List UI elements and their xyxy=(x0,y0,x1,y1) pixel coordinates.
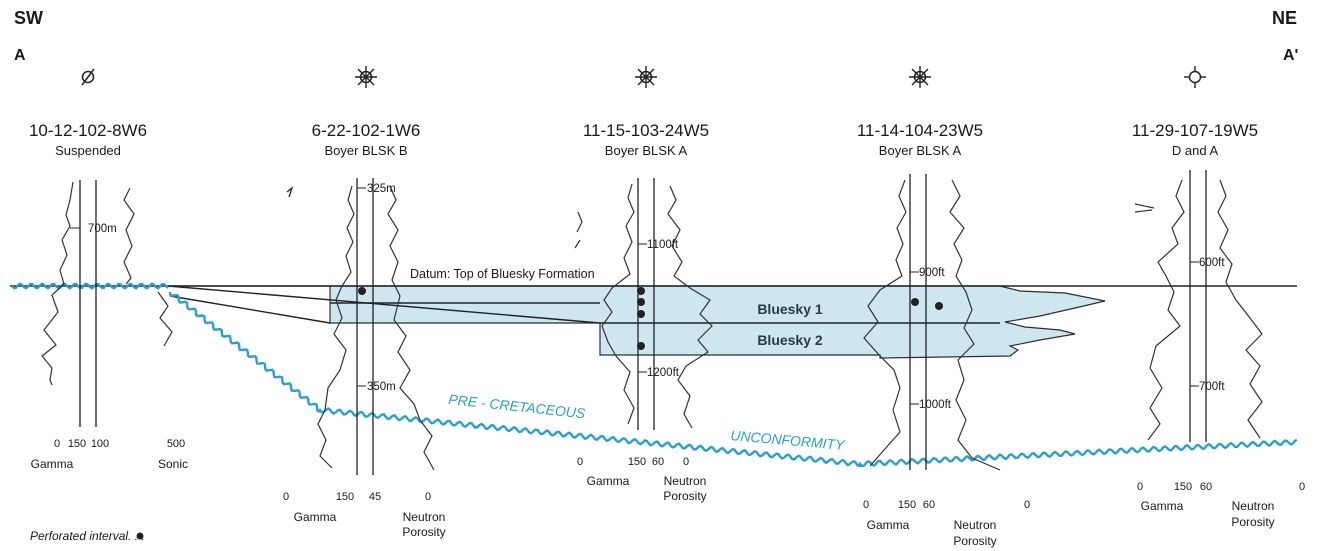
svg-text:Porosity: Porosity xyxy=(663,489,706,503)
point-a-label: A xyxy=(14,47,26,64)
unconformity-line-left xyxy=(12,284,168,288)
log-scale-well-2: 0 150 45 0 Gamma Neutron Porosity xyxy=(283,491,446,539)
gas-well-icon xyxy=(635,66,657,88)
depth-marker: 1100ft xyxy=(647,239,679,251)
well-status: Suspended xyxy=(55,143,121,158)
gamma-log-curve xyxy=(42,182,73,385)
svg-text:0: 0 xyxy=(577,456,583,468)
depth-marker: 600ft xyxy=(1199,257,1225,269)
svg-text:Neutron: Neutron xyxy=(1232,499,1275,513)
well-name: 11-14-104-23W5 xyxy=(857,121,983,140)
depth-marker: 700ft xyxy=(1199,381,1225,393)
svg-text:0: 0 xyxy=(283,491,289,503)
unconformity-label: UNCONFORMITY xyxy=(730,427,847,453)
svg-text:Neutron: Neutron xyxy=(664,474,707,488)
well-name: 11-15-103-24W5 xyxy=(583,121,709,140)
svg-text:60: 60 xyxy=(1200,481,1212,493)
sonic-log-curve xyxy=(158,292,172,346)
depth-marker: 325m xyxy=(367,183,396,195)
perforation-marker xyxy=(935,302,943,310)
svg-text:Gamma: Gamma xyxy=(294,510,337,524)
gamma-log-curve xyxy=(318,186,354,468)
datum-label: Datum: Top of Bluesky Formation xyxy=(410,267,595,281)
perforation-marker xyxy=(911,298,919,306)
svg-text:Porosity: Porosity xyxy=(402,525,445,539)
well-status: D and A xyxy=(1172,143,1219,158)
svg-text:0: 0 xyxy=(863,499,869,511)
ne-direction-label: NE xyxy=(1272,8,1297,28)
well-status: Boyer BLSK A xyxy=(605,143,688,158)
perforation-marker xyxy=(637,310,645,318)
perforation-marker xyxy=(637,287,645,295)
depth-marker: 1000ft xyxy=(919,399,952,411)
svg-text:Porosity: Porosity xyxy=(1231,515,1274,529)
svg-text:Sonic: Sonic xyxy=(158,457,188,471)
well-log-6-22-102-1W6: 325m 350m xyxy=(287,178,434,475)
well-name: 6-22-102-1W6 xyxy=(312,121,421,140)
svg-text:45: 45 xyxy=(369,491,381,503)
well-status: Boyer BLSK A xyxy=(879,143,962,158)
svg-text:0: 0 xyxy=(1299,481,1305,493)
perforation-legend-dot xyxy=(137,533,144,540)
depth-marker: 900ft xyxy=(919,267,945,279)
gas-well-icon xyxy=(909,66,931,88)
svg-text:60: 60 xyxy=(652,456,664,468)
log-scale-well-4: 0 150 60 0 Gamma Neutron Porosity xyxy=(863,499,1030,548)
svg-text:Neutron: Neutron xyxy=(954,518,997,532)
bluesky-2-label: Bluesky 2 xyxy=(757,332,823,348)
perforation-marker xyxy=(637,342,645,350)
perforation-marker xyxy=(358,287,366,295)
point-a-prime-label: A' xyxy=(1283,47,1298,64)
svg-text:Gamma: Gamma xyxy=(31,457,74,471)
well-log-11-29-107-19W5: 600ft 700ft xyxy=(1135,170,1262,442)
svg-text:150: 150 xyxy=(68,438,86,450)
svg-text:0: 0 xyxy=(54,438,60,450)
bluesky-formation xyxy=(168,286,1105,358)
neutron-log-curve xyxy=(388,186,434,470)
gas-well-icon xyxy=(355,66,377,88)
svg-text:500: 500 xyxy=(167,438,185,450)
depth-marker: 350m xyxy=(367,381,396,393)
depth-marker: 1200ft xyxy=(647,367,680,379)
well-log-10-12-102-8W6: 700m xyxy=(42,180,172,427)
svg-text:150: 150 xyxy=(628,456,646,468)
svg-text:Porosity: Porosity xyxy=(953,534,996,548)
sw-direction-label: SW xyxy=(14,8,43,28)
svg-text:Neutron: Neutron xyxy=(403,510,446,524)
log-scale-well-1: 0 150 100 500 Gamma Sonic xyxy=(31,438,188,471)
gamma-log-curve xyxy=(1148,180,1184,440)
well-name: 11-29-107-19W5 xyxy=(1132,121,1258,140)
svg-text:0: 0 xyxy=(1137,481,1143,493)
perforation-marker xyxy=(637,298,645,306)
perforated-interval-legend: Perforated interval. . . xyxy=(30,529,145,543)
depth-marker: 700m xyxy=(88,223,117,235)
svg-text:Gamma: Gamma xyxy=(1141,499,1184,513)
svg-text:60: 60 xyxy=(923,499,935,511)
bluesky-1-label: Bluesky 1 xyxy=(757,301,823,317)
sonic-log-curve xyxy=(124,188,134,284)
neutron-log-curve xyxy=(1218,180,1262,438)
log-scale-well-5: 0 150 60 0 Gamma Neutron Porosity xyxy=(1137,481,1305,529)
svg-text:150: 150 xyxy=(1174,481,1192,493)
log-scale-well-3: 0 150 60 0 Gamma Neutron Porosity xyxy=(577,456,707,503)
svg-text:Gamma: Gamma xyxy=(867,518,910,532)
suspended-well-icon xyxy=(82,69,94,85)
svg-text:100: 100 xyxy=(91,438,109,450)
svg-text:Gamma: Gamma xyxy=(587,474,630,488)
pre-cretaceous-label: PRE - CRETACEOUS xyxy=(448,391,587,421)
well-name: 10-12-102-8W6 xyxy=(29,121,147,140)
well-status: Boyer BLSK B xyxy=(324,143,407,158)
svg-text:150: 150 xyxy=(336,491,354,503)
svg-text:0: 0 xyxy=(683,456,689,468)
svg-text:150: 150 xyxy=(898,499,916,511)
svg-text:0: 0 xyxy=(1024,499,1030,511)
svg-text:0: 0 xyxy=(425,491,431,503)
dry-abandoned-well-icon xyxy=(1184,66,1206,88)
